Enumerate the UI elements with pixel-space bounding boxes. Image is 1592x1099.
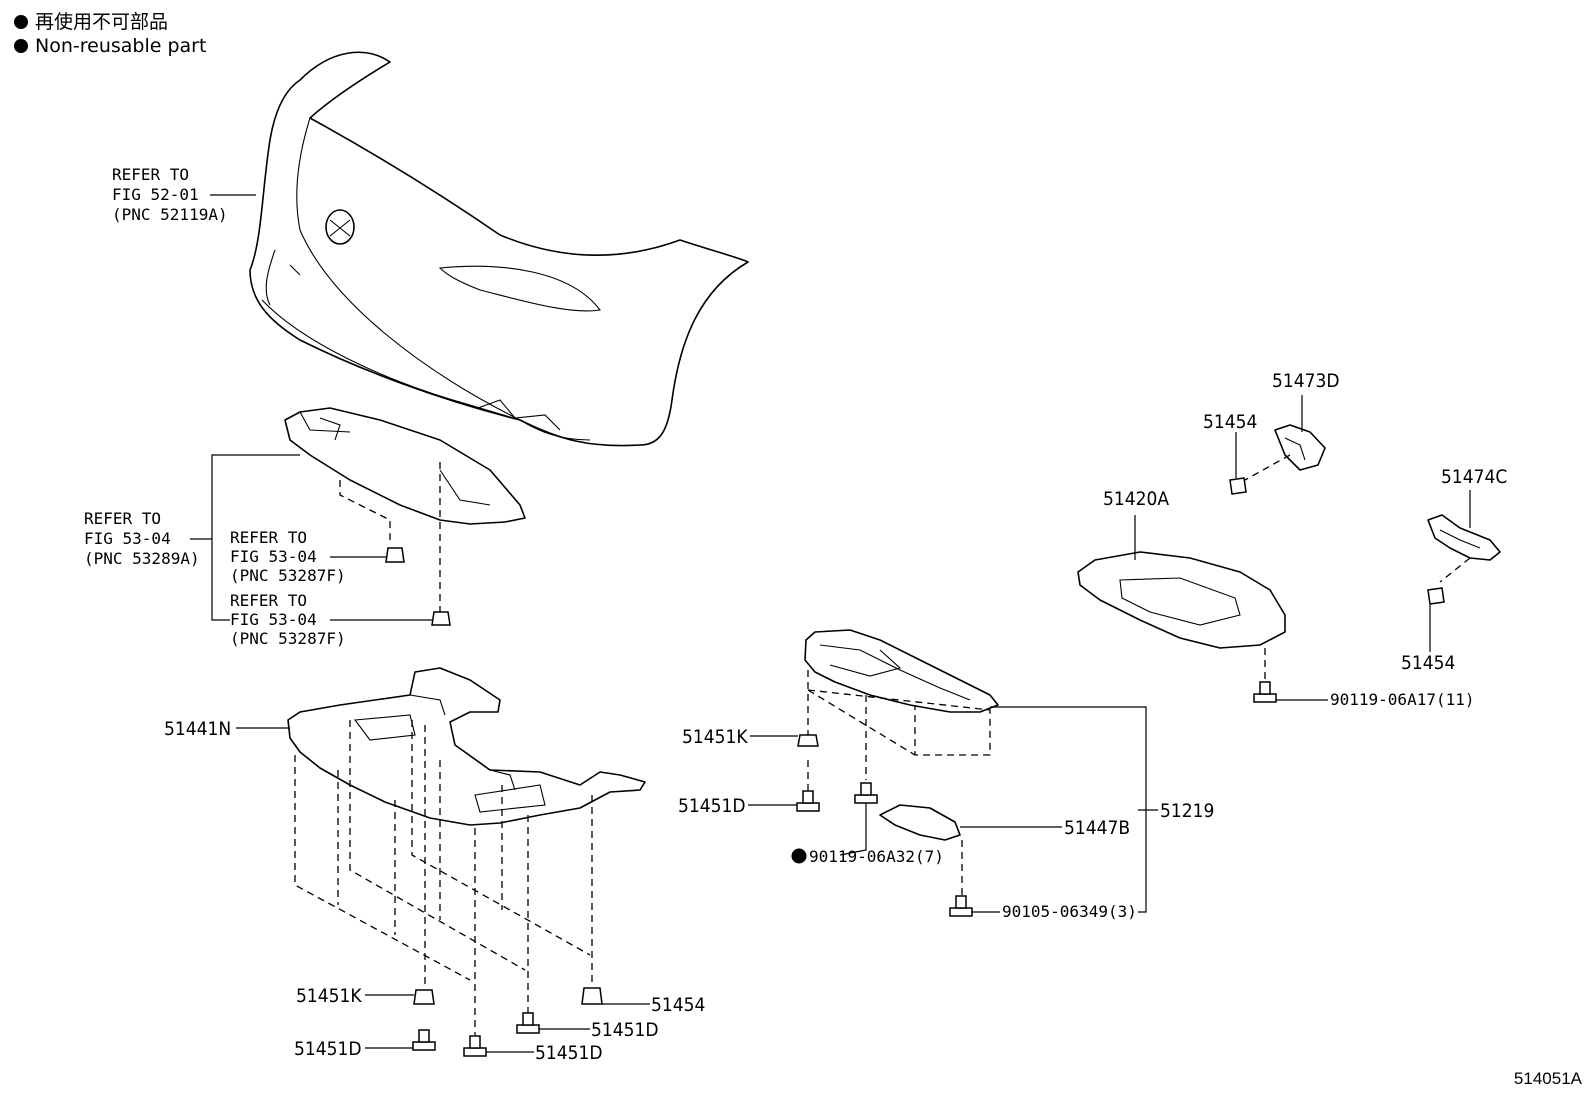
front-bumper-drawing <box>249 51 749 447</box>
legend-text-en: Non-reusable part <box>35 35 207 57</box>
label-51447b: 51447B <box>1064 817 1130 839</box>
under-cover-right-drawing <box>1077 551 1286 703</box>
ref-clip2-line3: (PNC 53287F) <box>230 629 346 648</box>
label-51219: 51219 <box>1160 800 1214 822</box>
label-51451k-middle: 51451K <box>682 726 748 748</box>
label-51454-right: 51454 <box>1401 652 1455 674</box>
ref-bumper-line3: (PNC 52119A) <box>112 205 228 224</box>
ref-clip2-line1: REFER TO <box>230 591 307 610</box>
bracket-51473d-drawing <box>1229 424 1326 495</box>
leader-lines <box>190 194 1471 1053</box>
ref-bumper-line2: FIG 52-01 <box>112 185 199 204</box>
ref-clip1-line3: (PNC 53287F) <box>230 566 346 585</box>
label-51454-bottom: 51454 <box>651 994 705 1016</box>
label-51474c: 51474C <box>1441 466 1507 488</box>
label-51473d: 51473D <box>1272 370 1340 392</box>
label-90119-06a32: 90119-06A32(7) <box>809 847 944 866</box>
label-51451d-bottom-left: 51451D <box>294 1038 362 1060</box>
ref-clip1-line1: REFER TO <box>230 528 307 547</box>
under-cover-left-drawing <box>287 667 646 1057</box>
ref-clip2-line2: FIG 53-04 <box>230 610 317 629</box>
label-51451d-bottom-right: 51451D <box>591 1019 659 1041</box>
label-90105-06349: 90105-06349(3) <box>1002 902 1137 921</box>
legend: 再使用不可部品 Non-reusable part <box>14 10 206 58</box>
label-51420a: 51420A <box>1103 488 1169 510</box>
label-51451k-bottom: 51451K <box>296 985 362 1007</box>
non-reusable-dot-icon <box>14 15 28 29</box>
ref-cover-line3: (PNC 53289A) <box>84 549 200 568</box>
legend-text-jp: 再使用不可部品 <box>35 11 169 33</box>
ref-bumper-line1: REFER TO <box>112 165 189 184</box>
ref-cover-line1: REFER TO <box>84 509 161 528</box>
legend-line-jp: 再使用不可部品 <box>14 10 206 34</box>
bracket-51474c-drawing <box>1427 514 1501 605</box>
legend-line-en: Non-reusable part <box>14 34 206 58</box>
ref-clip1-line2: FIG 53-04 <box>230 547 317 566</box>
reference-notes: REFER TO FIG 52-01 (PNC 52119A) REFER TO… <box>84 165 346 648</box>
label-51441n: 51441N <box>164 718 231 740</box>
under-cover-middle-drawing <box>796 629 999 917</box>
label-51451d-bottom-mid: 51451D <box>535 1042 603 1064</box>
figure-id: 514051A <box>1513 1069 1582 1088</box>
label-51454-upper: 51454 <box>1203 411 1257 433</box>
non-reusable-dot-icon <box>14 39 28 53</box>
label-90119-06a17: 90119-06A17(11) <box>1330 690 1475 709</box>
non-reusable-dot-icon <box>791 848 807 864</box>
label-51451d-middle: 51451D <box>678 795 746 817</box>
ref-cover-line2: FIG 53-04 <box>84 529 171 548</box>
part-number-labels: 51441N 51451K 51451D 51451D 51451D 51454… <box>164 370 1507 1064</box>
upper-cover-drawing <box>284 407 526 626</box>
